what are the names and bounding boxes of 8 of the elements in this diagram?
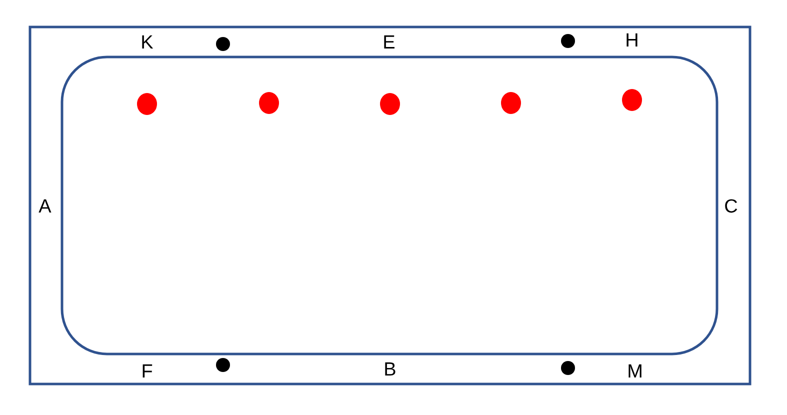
arena-letter: C [724, 198, 738, 216]
arena-letter: H [625, 32, 639, 50]
arena-letter: B [384, 360, 396, 380]
arena-letter: K [140, 34, 154, 52]
arena-letter: A [38, 198, 52, 216]
arena-letter: M [627, 362, 643, 382]
arena-letter: E [382, 34, 396, 52]
arena-letter: F [141, 362, 153, 382]
